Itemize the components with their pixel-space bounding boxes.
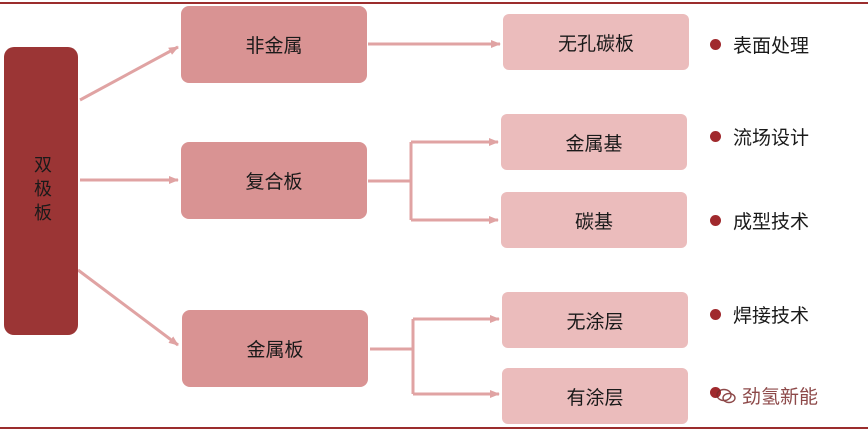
bottom-rule <box>0 427 868 429</box>
watermark: 劲氢新能 <box>716 382 818 409</box>
category-node-composite: 复合板 <box>181 142 367 219</box>
root-node: 双极板 <box>4 47 78 335</box>
technique-item: 流场设计 <box>710 123 809 150</box>
technique-label: 流场设计 <box>733 127 810 149</box>
technique-label: 焊接技术 <box>733 305 810 327</box>
bullet-dot-icon <box>710 387 721 398</box>
technique-item: 成型技术 <box>710 207 809 234</box>
bullet-dot-icon <box>710 131 721 142</box>
subtype-node-nonporous-carbon: 无孔碳板 <box>503 14 689 70</box>
bullet-dot-icon <box>710 215 721 226</box>
arrow-root-to-nonmetal <box>79 45 179 102</box>
technique-label: 成型技术 <box>733 211 810 233</box>
subtype-node-metal-base: 金属基 <box>501 114 687 170</box>
technique-item: 表面处理 <box>710 31 809 58</box>
technique-item <box>710 387 733 398</box>
subtype-node-uncoated: 无涂层 <box>502 292 688 348</box>
wechat-icon <box>716 388 736 403</box>
subtype-node-coated: 有涂层 <box>502 368 688 424</box>
category-node-metal: 金属板 <box>182 310 368 387</box>
subtype-node-carbon-base: 碳基 <box>501 192 687 248</box>
bullet-dot-icon <box>710 39 721 50</box>
category-node-nonmetal: 非金属 <box>181 6 367 83</box>
watermark-text: 劲氢新能 <box>742 386 819 408</box>
bullet-dot-icon <box>710 309 721 320</box>
top-rule <box>0 2 868 4</box>
arrow-root-to-metal <box>77 268 179 347</box>
technique-item: 焊接技术 <box>710 301 809 328</box>
technique-label: 表面处理 <box>733 35 810 57</box>
